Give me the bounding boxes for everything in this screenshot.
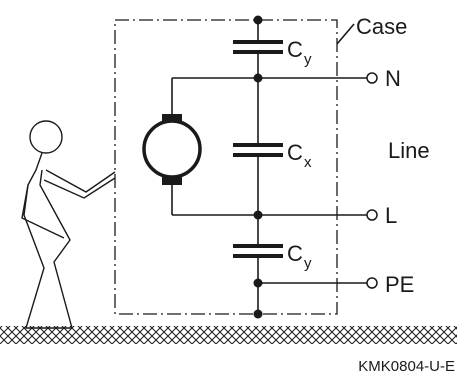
junction-dot-n bbox=[253, 73, 263, 83]
junction-dot-pe bbox=[253, 278, 263, 288]
capacitor-cy-top bbox=[233, 40, 283, 54]
case-leader-line bbox=[336, 23, 355, 45]
cx-subscript: x bbox=[304, 154, 312, 171]
cy-top-subscript: y bbox=[304, 51, 312, 68]
cx-label: C bbox=[287, 140, 303, 165]
terminal-n-label: N bbox=[385, 66, 401, 91]
case-outline bbox=[114, 19, 338, 315]
line-label: Line bbox=[388, 138, 430, 163]
terminal-n bbox=[366, 72, 378, 84]
capacitor-cy-bottom bbox=[233, 244, 283, 258]
junction-dot-bottom bbox=[253, 309, 263, 319]
terminal-l-label: L bbox=[385, 203, 397, 228]
cy-top-label: C bbox=[287, 37, 303, 62]
terminal-pe bbox=[366, 277, 378, 289]
ground-hatching bbox=[0, 326, 457, 344]
capacitor-cx bbox=[233, 143, 283, 157]
junction-dot-l bbox=[253, 210, 263, 220]
terminal-l bbox=[366, 209, 378, 221]
motor-symbol bbox=[142, 114, 202, 185]
terminal-pe-label: PE bbox=[385, 272, 414, 297]
junction-dot-top bbox=[253, 15, 263, 25]
case-label: Case bbox=[356, 14, 407, 39]
figure-code: KMK0804-U-E bbox=[358, 358, 455, 374]
cy-bottom-subscript: y bbox=[304, 255, 312, 272]
cy-bottom-label: C bbox=[287, 241, 303, 266]
person-figure bbox=[21, 120, 116, 329]
